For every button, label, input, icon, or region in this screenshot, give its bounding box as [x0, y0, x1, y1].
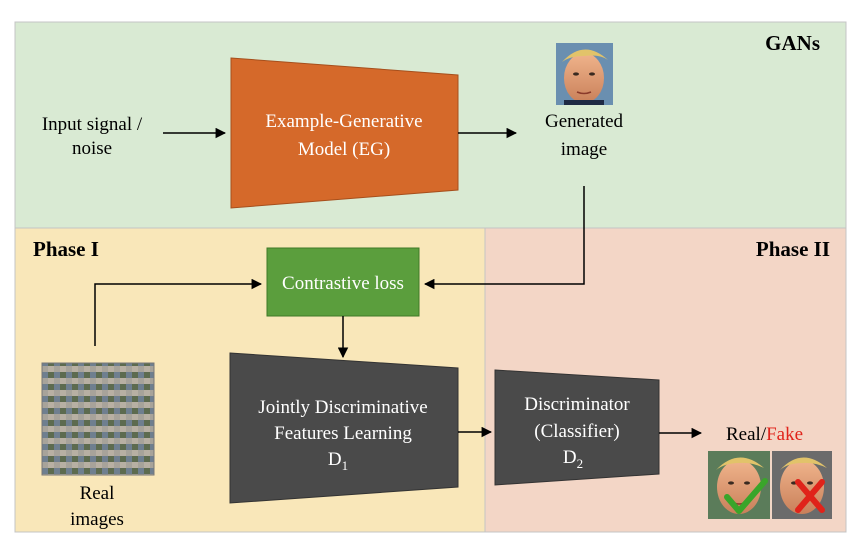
- d2-block: [494, 369, 660, 486]
- real-images-line1: Real: [80, 483, 115, 504]
- d2-line2: (Classifier): [534, 421, 619, 442]
- input-signal-line2: noise: [72, 138, 112, 159]
- output-label: Real/Fake: [726, 424, 803, 445]
- d2-symbol: D: [563, 447, 577, 468]
- output-real: Real: [726, 424, 761, 445]
- cross-icon: [795, 479, 825, 513]
- arrow-real-to-loss: [94, 278, 263, 346]
- d1-line3: D1: [328, 449, 348, 473]
- generator-block: [230, 57, 459, 209]
- generator-line1: Example-Generative: [265, 111, 422, 132]
- real-images-mosaic: [41, 362, 155, 476]
- d2-line1: Discriminator: [524, 394, 630, 415]
- real-images-line2: images: [70, 509, 124, 530]
- input-signal-line1: Input signal /: [42, 114, 143, 135]
- d1-line2: Features Learning: [274, 423, 412, 444]
- phase2-label: Phase II: [756, 237, 830, 261]
- d2-line3: D2: [563, 447, 583, 471]
- arrow-generated-to-loss: [423, 186, 585, 290]
- generated-line1: Generated: [545, 111, 624, 132]
- gans-label: GANs: [765, 31, 820, 55]
- d1-symbol: D: [328, 449, 342, 470]
- generator-line2: Model (EG): [298, 139, 390, 160]
- d1-subscript: 1: [342, 458, 349, 473]
- d2-subscript: 2: [577, 456, 584, 471]
- output-slash: /: [761, 424, 767, 445]
- generated-line2: image: [561, 139, 607, 160]
- d1-line1: Jointly Discriminative: [258, 397, 427, 418]
- contrastive-loss-label: Contrastive loss: [282, 273, 404, 294]
- generated-face-image: [556, 43, 613, 105]
- phase1-label: Phase I: [33, 237, 99, 261]
- contrastive-loss-box: [266, 247, 420, 317]
- check-icon: [724, 478, 768, 514]
- d1-block: [229, 352, 459, 504]
- output-fake: Fake: [766, 424, 803, 445]
